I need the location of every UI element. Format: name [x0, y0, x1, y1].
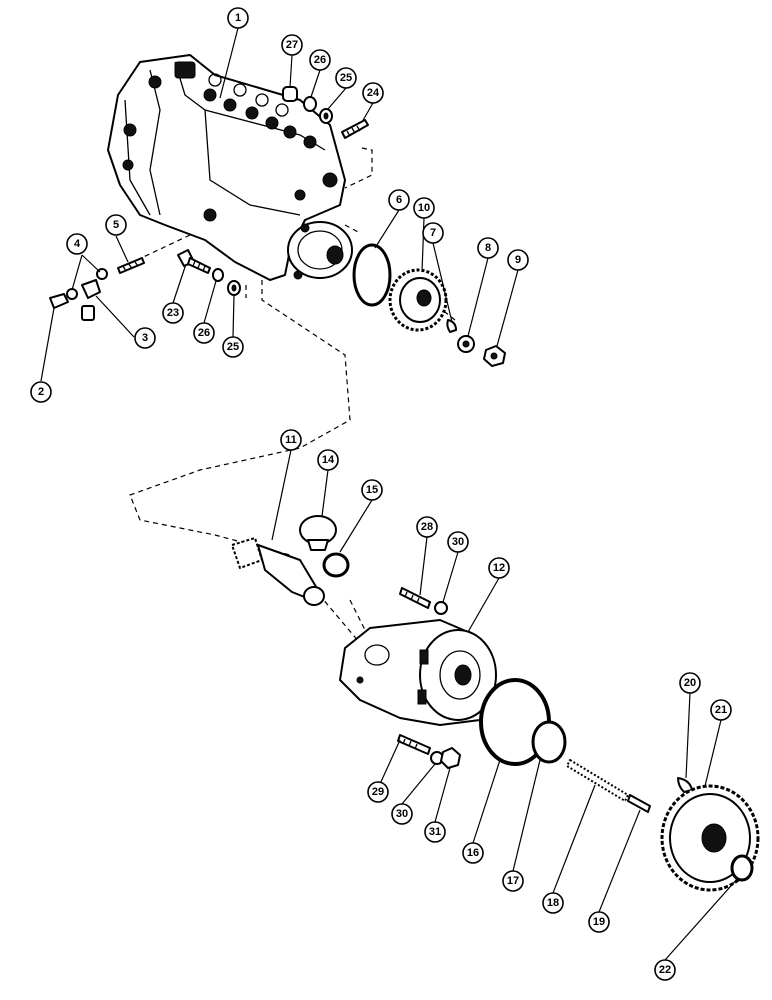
callout-31: 31 [424, 821, 446, 843]
callouts: 1 2 3 4 5 6 7 8 9 10 11 12 14 15 16 17 1… [30, 7, 732, 981]
callout-8: 8 [477, 237, 499, 259]
callout-label: 19 [593, 916, 605, 928]
callout-label: 14 [322, 454, 335, 466]
callout-20: 20 [679, 672, 701, 694]
callout-label: 4 [74, 238, 81, 250]
callout-18: 18 [542, 892, 564, 914]
callout-label: 24 [367, 87, 380, 99]
callout-3: 3 [134, 327, 156, 349]
callout-7: 7 [422, 222, 444, 244]
callout-14: 14 [317, 449, 339, 471]
callout-label: 1 [235, 12, 241, 24]
callout-26-upper: 26 [309, 49, 331, 71]
callout-28: 28 [416, 516, 438, 538]
callout-5: 5 [105, 214, 127, 236]
callout-label: 7 [430, 227, 436, 239]
drive-assembly [231, 515, 760, 892]
callout-25-lower: 25 [222, 336, 244, 358]
callout-label: 20 [684, 677, 696, 689]
callout-27: 27 [281, 34, 303, 56]
callout-label: 28 [421, 521, 433, 533]
callout-label: 5 [113, 219, 119, 231]
callout-label: 25 [227, 341, 239, 353]
callout-29: 29 [367, 781, 389, 803]
callout-10: 10 [413, 197, 435, 219]
callout-label: 17 [507, 875, 519, 887]
callout-label: 11 [285, 434, 297, 446]
callout-26-lower: 26 [193, 322, 215, 344]
callout-label: 8 [485, 242, 491, 254]
callout-label: 22 [659, 964, 671, 976]
injection-pump [107, 54, 353, 281]
callout-label: 25 [340, 72, 352, 84]
callout-label: 29 [372, 786, 384, 798]
callout-label: 6 [396, 194, 402, 206]
callout-24: 24 [362, 82, 384, 104]
callout-9: 9 [507, 249, 529, 271]
callout-25-upper: 25 [335, 67, 357, 89]
callout-label: 27 [286, 39, 298, 51]
callout-2: 2 [30, 381, 52, 403]
callout-19: 19 [588, 911, 610, 933]
callout-11: 11 [280, 429, 302, 451]
callout-label: 10 [418, 202, 430, 214]
callout-label: 31 [429, 826, 441, 838]
callout-16: 16 [462, 842, 484, 864]
callout-label: 30 [396, 808, 408, 820]
callout-4: 4 [66, 233, 88, 255]
callout-label: 3 [142, 332, 148, 344]
callout-6: 6 [388, 189, 410, 211]
callout-17: 17 [502, 870, 524, 892]
callout-21: 21 [710, 699, 732, 721]
callout-label: 12 [493, 562, 505, 574]
callout-22: 22 [654, 959, 676, 981]
callout-30-upper: 30 [447, 531, 469, 553]
callout-1: 1 [227, 7, 249, 29]
callout-label: 2 [38, 386, 44, 398]
callout-23: 23 [162, 302, 184, 324]
callout-12: 12 [488, 557, 510, 579]
callout-label: 15 [366, 484, 378, 496]
upper-small-parts [49, 86, 506, 367]
callout-30-lower: 30 [391, 803, 413, 825]
callout-label: 16 [467, 847, 479, 859]
callout-label: 23 [167, 307, 179, 319]
callout-label: 30 [452, 536, 464, 548]
callout-label: 26 [314, 54, 326, 66]
callout-label: 26 [198, 327, 210, 339]
callout-label: 18 [547, 897, 559, 909]
callout-label: 9 [515, 254, 521, 266]
callout-15: 15 [361, 479, 383, 501]
leader-lines [40, 27, 739, 961]
callout-label: 21 [715, 704, 727, 716]
